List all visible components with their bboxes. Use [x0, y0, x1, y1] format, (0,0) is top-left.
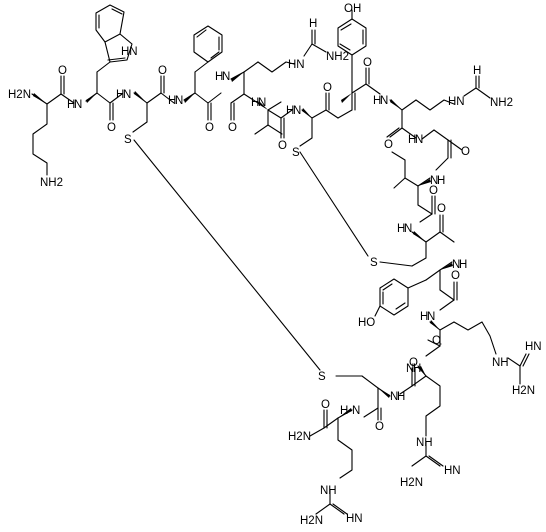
atom-label-h-arg1: H	[309, 18, 317, 30]
atom-label-h2n-arg5: H2N	[300, 515, 323, 527]
atom-label-n11: N	[452, 259, 460, 271]
atom-label-o14-arg3: O	[432, 335, 441, 347]
atom-label-o-cys4: O	[375, 421, 384, 433]
atom-label-h12: H	[420, 311, 428, 323]
atom-label-nh2-arg2: NH2	[490, 97, 513, 109]
stereo-wedges	[33, 72, 453, 418]
atom-label-h2: H	[116, 89, 124, 101]
atom-label-oh-tyr1: OH	[344, 3, 361, 15]
atom-label-h11: H	[459, 259, 467, 271]
atom-label-o8: O	[363, 57, 372, 69]
atom-label-ho-tyr2: HO	[358, 317, 375, 329]
atom-label-h13: H	[413, 363, 421, 375]
atom-label-h-c-arg: H	[340, 405, 348, 417]
atom-label-n4: N	[222, 71, 230, 83]
atom-label-hn-arg1: HN	[288, 59, 305, 71]
atom-label-n7: N	[380, 95, 388, 107]
atom-label-h14: H	[397, 391, 405, 403]
atom-label-hn-trp: HN	[121, 46, 138, 58]
atom-label-o10: O	[461, 146, 470, 158]
atom-label-n12: N	[427, 311, 435, 323]
atom-label-n13: N	[406, 363, 414, 375]
atom-label-h3: H	[168, 95, 176, 107]
atom-label-o7: O	[323, 82, 332, 94]
atom-label-n3: N	[175, 95, 183, 107]
atom-label-o3: O	[158, 65, 167, 77]
atom-label-nh-arg5: NH	[320, 485, 337, 497]
atom-label-n5: N	[258, 97, 266, 109]
atom-label-h1: H	[67, 99, 75, 111]
atom-label-h2n-amide: H2N	[288, 431, 311, 443]
atom-label-h2n-arg4: H2N	[400, 477, 423, 489]
atom-label-n2: N	[123, 89, 131, 101]
atom-labels: H2N NH2 HN N H O O N H O S N H O N H HN …	[8, 3, 542, 527]
atom-label-s1: S	[124, 134, 132, 146]
atom-label-nh-arg3: NH	[492, 357, 509, 369]
atom-label-o15-arg4: O	[409, 357, 418, 369]
atom-label-n1: N	[74, 99, 82, 111]
atom-label-o9: O	[384, 139, 393, 151]
atom-label-o6: O	[278, 140, 287, 152]
atom-label-s3: S	[370, 257, 378, 269]
bonds	[31, 4, 530, 515]
atom-label-o4: O	[205, 122, 214, 134]
atom-label-n8: N	[415, 134, 423, 146]
atom-label-n9: N	[430, 175, 438, 187]
atom-label-o11-ile: O	[429, 185, 438, 197]
atom-label-h2n-arg3: H2N	[512, 385, 535, 397]
atom-label-s4: S	[318, 371, 326, 383]
atom-label-h4: H	[215, 71, 223, 83]
atom-label-h8: H	[408, 134, 416, 146]
atom-label-h7: H	[373, 95, 381, 107]
atom-label-n10: N	[404, 223, 412, 235]
atom-label-s2: S	[292, 147, 300, 159]
disulfide-bond-1	[133, 139, 321, 371]
atom-label-hn-arg2: HN	[448, 96, 465, 108]
atom-label-h9: H	[437, 175, 445, 187]
atom-label-nh2-lys: NH2	[40, 177, 63, 189]
atom-label-h10: H	[397, 223, 405, 235]
atom-label-o5: O	[228, 122, 237, 134]
atom-label-hn-arg3: HN	[525, 341, 542, 353]
atom-label-hn-arg4: HN	[444, 465, 461, 477]
atom-label-o12: O	[437, 203, 446, 215]
atom-label-n-c-arg: N	[352, 405, 360, 417]
atom-label-o-amide: O	[321, 399, 330, 411]
atom-label-nh2-arg1: NH2	[326, 51, 349, 63]
atom-label-o13-tyr2: O	[451, 270, 460, 282]
atom-label-hn-arg5: HN	[346, 513, 363, 525]
atom-label-h6-cys2: H	[286, 105, 294, 117]
atom-label-nh-arg4: NH	[416, 437, 433, 449]
atom-label-h2n-top: H2N	[8, 89, 31, 101]
atom-label-h-arg2: H	[473, 65, 481, 77]
atom-label-n6-cys2: N	[293, 105, 301, 117]
atom-label-h5: H	[251, 97, 259, 109]
disulfide-bond-2	[299, 151, 369, 257]
atom-label-n14: N	[390, 391, 398, 403]
atom-label-o1: O	[58, 65, 67, 77]
atom-label-o2: O	[107, 122, 116, 134]
